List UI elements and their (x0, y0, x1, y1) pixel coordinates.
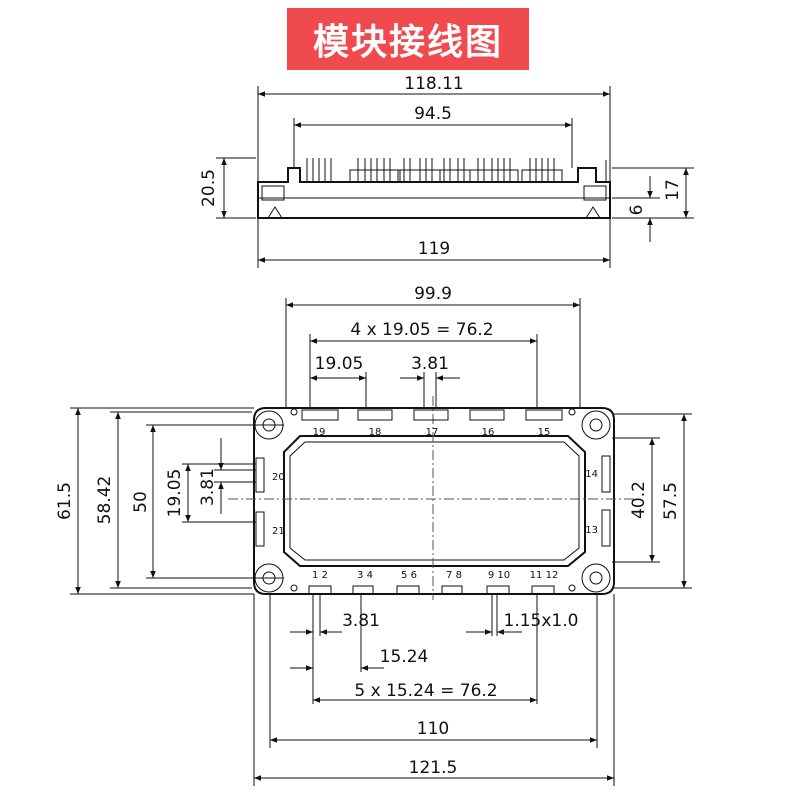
dim-pitch-bottom: 5 x 15.24 = 76.2 (354, 681, 497, 701)
dim-121-5: 121.5 (409, 758, 458, 778)
pin-label-5-6: 5 6 (401, 570, 417, 581)
dim-6: 6 (627, 205, 647, 216)
outer-body (253, 407, 615, 595)
dim-19-05-top: 19.05 (315, 354, 364, 374)
dim-57-5: 57.5 (661, 482, 681, 520)
dim-pitch-top: 4 x 19.05 = 76.2 (350, 320, 493, 340)
pin-label-3-4: 3 4 (357, 570, 373, 581)
dim-94-5: 94.5 (414, 104, 452, 124)
side-body (257, 167, 611, 219)
inner-window (283, 435, 586, 567)
pin-label-7-8: 7 8 (446, 570, 462, 581)
title-banner: 模块接线图 (287, 8, 529, 70)
dim-15-24: 15.24 (380, 647, 429, 667)
right-pin-blocks (601, 455, 611, 547)
dim-3-81-left: 3.81 (198, 468, 218, 506)
pin-label-16: 16 (482, 427, 495, 438)
pin-label-21: 21 (272, 526, 285, 537)
side-pins (257, 158, 607, 183)
dim-20-5: 20.5 (199, 169, 219, 207)
top-pin-blocks (301, 409, 563, 421)
dim-61-5: 61.5 (55, 482, 75, 520)
pin-label-18: 18 (369, 427, 382, 438)
side-view: 118.11 94.5 119 20.5 17 6 (199, 74, 694, 268)
dim-118-11: 118.11 (404, 74, 463, 94)
dim-40-2: 40.2 (629, 481, 649, 519)
side-boss-left (261, 185, 285, 201)
dim-58-42: 58.42 (95, 476, 115, 525)
dim-110: 110 (417, 719, 449, 739)
left-pin-blocks (255, 457, 265, 547)
pin-label-14: 14 (585, 469, 598, 480)
bottom-pin-blocks (308, 585, 555, 595)
dim-119: 119 (418, 239, 450, 259)
page-title: 模块接线图 (312, 22, 503, 63)
pin-label-9-10: 9 10 (488, 570, 510, 581)
dim-50: 50 (131, 491, 151, 513)
top-view: 19 18 17 16 15 1 2 3 4 5 6 7 8 9 10 11 1… (55, 284, 692, 786)
pin-label-20: 20 (272, 472, 285, 483)
dim-19-05-left: 19.05 (165, 469, 185, 518)
dim-1-15x1-0: 1.15x1.0 (504, 611, 579, 631)
pin-label-17: 17 (426, 427, 439, 438)
side-boss-right (583, 185, 607, 201)
pin-label-19: 19 (313, 427, 326, 438)
pin-label-13: 13 (585, 525, 598, 536)
dim-17: 17 (663, 179, 683, 201)
pin-label-1-2: 1 2 (312, 570, 328, 581)
dim-3-81-top: 3.81 (411, 354, 449, 374)
dim-99-9: 99.9 (414, 284, 452, 304)
pin-label-15: 15 (538, 427, 551, 438)
dim-3-81-bottom: 3.81 (342, 611, 380, 631)
pin-label-11-12: 11 12 (530, 570, 559, 581)
